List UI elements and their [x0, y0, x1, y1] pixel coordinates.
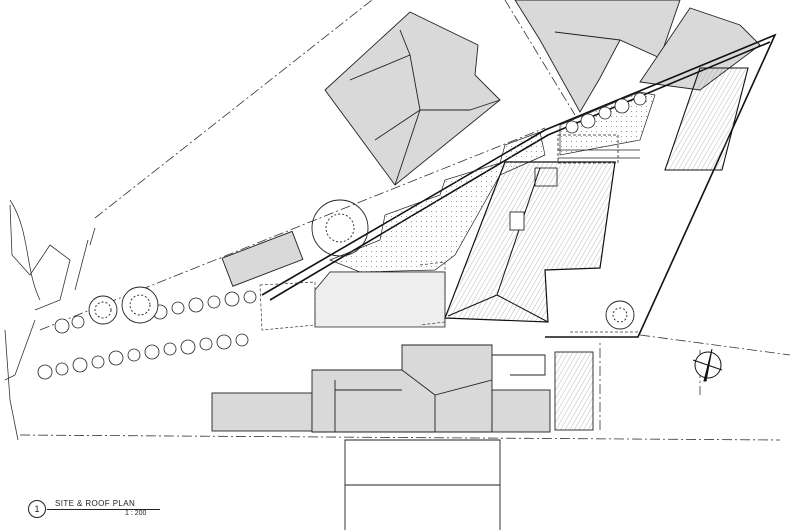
drawing-number: 1: [28, 500, 46, 518]
rear-pavilion-roof: [664, 67, 749, 171]
tree-row-south: [37, 333, 249, 380]
tree-icon: [88, 199, 635, 330]
shed-roof: [221, 230, 304, 287]
north-arrow-icon: [692, 348, 723, 382]
drawing-title: SITE & ROOF PLAN: [55, 499, 136, 508]
drawing-title-block: 1 SITE & ROOF PLAN 1 : 200: [28, 497, 160, 527]
neighbour-roof-northeast: [514, 0, 761, 113]
setback-lines: [259, 261, 640, 333]
street-kerb: [4, 199, 96, 441]
courtyard-paving: [314, 134, 640, 328]
drawing-scale: 1 : 200: [125, 510, 147, 517]
neighbour-roof-north: [324, 11, 501, 186]
tree-row-north: [54, 92, 647, 334]
neighbour-roofs-south: [211, 344, 594, 433]
title-underline: [47, 509, 160, 510]
neighbour-outline-south: [344, 439, 501, 530]
garden-bed: [329, 91, 656, 273]
